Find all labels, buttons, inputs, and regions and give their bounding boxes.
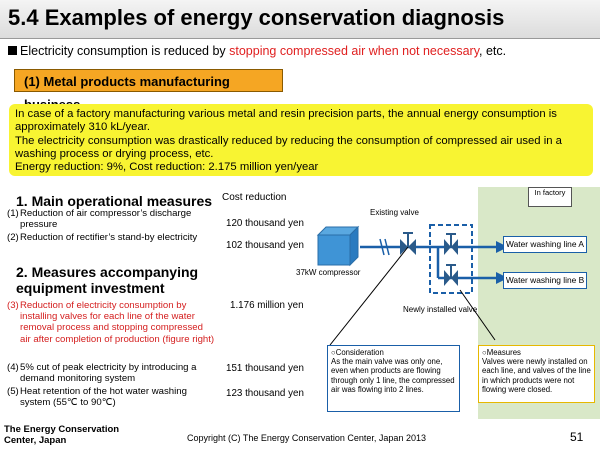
summary-box: In case of a factory manufacturing vario… [9, 104, 593, 176]
invest-item-5-cost: 123 thousand yen [226, 388, 304, 399]
page-title: 5.4 Examples of energy conservation diag… [8, 5, 505, 30]
invest-heading: 2. Measures accompanying equipment inves… [16, 264, 199, 296]
ops-item-number: (2) [7, 232, 19, 243]
ops-item-2-cost: 102 thousand yen [226, 240, 304, 251]
invest-item-text: Heat retention of the hot water washing … [20, 386, 187, 409]
compressor-label: 37kW compressor [296, 268, 361, 277]
summary-line-1: In case of a factory manufacturing vario… [15, 108, 557, 134]
pipe-break-icon [379, 238, 385, 256]
compressor-icon [316, 225, 360, 267]
lead-text: Electricity consumption is reduced by st… [8, 44, 506, 58]
footer-org: The Energy Conservation Center, Japan [4, 424, 119, 446]
ops-heading: 1. Main operational measures [16, 193, 213, 209]
summary-line-3: Energy reduction: 9%, Cost reduction: 2.… [15, 161, 319, 174]
ops-item-2: (2) Reduction of rectifier’s stand-by el… [7, 232, 207, 256]
copyright: Copyright (C) The Energy Conservation Ce… [187, 433, 426, 443]
invest-item-number: (4) [7, 362, 19, 373]
pipe-break-icon [384, 238, 390, 256]
measures-pointer [459, 289, 496, 341]
summary-line-2: The electricity consumption was drastica… [15, 134, 562, 160]
ops-item-text: Reduction of rectifier’s stand-by electr… [20, 232, 198, 243]
consideration-title: ○Consideration [331, 348, 384, 357]
new-valve-group [429, 224, 473, 294]
pipe-diagram [316, 224, 508, 345]
existing-valve-label: Existing valve [370, 208, 419, 217]
circle-icon: ○ [482, 348, 487, 357]
section-heading: (1) Metal products manufacturing busines… [14, 69, 283, 112]
factory-label: In factory [528, 187, 572, 207]
ops-item-1: (1) Reduction of air compressor’s discha… [7, 208, 217, 232]
lead-suffix: , etc. [479, 44, 507, 58]
consideration-pointer [329, 246, 409, 345]
invest-item-text: 5% cut of peak electricity by introducin… [20, 362, 197, 385]
footer-org-line-2: Center, Japan [4, 435, 67, 446]
arrow-b-icon [496, 272, 508, 284]
lead-highlight: stopping compressed air when not necessa… [229, 44, 480, 58]
invest-item-number: (3) [7, 300, 19, 311]
measures-title: ○Measures [482, 348, 521, 357]
new-valve-label: Newly installed valve [403, 305, 478, 314]
consideration-note: ○Consideration As the main valve was onl… [327, 345, 460, 412]
invest-item-3-cost: 1.176 million yen [230, 300, 304, 311]
circle-icon: ○ [331, 348, 336, 357]
ops-item-number: (1) [7, 208, 19, 219]
consideration-text: As the main valve was only one, even whe… [331, 357, 455, 394]
ops-item-text: Reduction of air compressor’s discharge … [20, 208, 192, 231]
bullet-square-icon [8, 46, 17, 55]
page-number: 51 [570, 430, 584, 444]
lead-prefix: Electricity consumption is reduced by [20, 44, 230, 58]
measures-text: Valves were newly installed on each line… [482, 357, 591, 394]
invest-item-5: (5) Heat retention of the hot water wash… [7, 386, 219, 410]
line-b-label: Water washing line B [503, 272, 587, 289]
invest-item-3: (3) Reduction of electricity consumption… [7, 300, 219, 358]
invest-item-number: (5) [7, 386, 19, 397]
ops-item-1-cost: 120 thousand yen [226, 218, 304, 229]
invest-item-text: Reduction of electricity consumption by … [20, 300, 215, 345]
arrow-a-icon [496, 241, 508, 253]
title-bar [0, 0, 600, 39]
line-a-label: Water washing line A [503, 236, 587, 253]
footer-org-line-1: The Energy Conservation [4, 424, 120, 435]
cost-header: Cost reduction [222, 192, 287, 203]
invest-item-4-cost: 151 thousand yen [226, 363, 304, 374]
invest-item-4: (4) 5% cut of peak electricity by introd… [7, 362, 219, 386]
new-valve-a-icon [444, 233, 458, 255]
existing-valve-icon [400, 232, 416, 255]
new-valve-b-icon [444, 264, 458, 286]
measures-note: ○Measures Valves were newly installed on… [478, 345, 595, 403]
